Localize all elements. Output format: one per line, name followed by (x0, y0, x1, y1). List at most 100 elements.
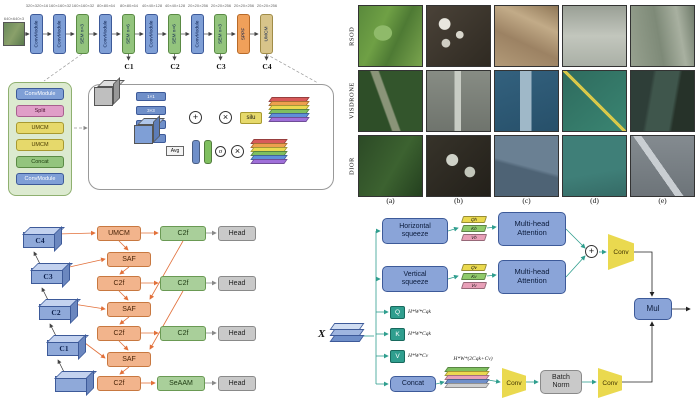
umcm-branch-conv: 3×3 (136, 106, 166, 115)
sem-detail-umcm: UMCM (16, 122, 64, 134)
dim-label: 20×20×256 (210, 3, 232, 8)
dataset-thumbnail (358, 5, 423, 67)
avg-pool-box: Avg (166, 146, 184, 156)
k-box: K (390, 328, 405, 341)
neck-input-stem (55, 376, 89, 392)
backbone-block-convmodule: ConvModule (30, 14, 43, 54)
block-label: ConvModule (149, 20, 154, 48)
detection-head: Head (218, 276, 256, 291)
neck-out-c2f: C2f (160, 276, 206, 291)
tap-label-c3: C3 (216, 62, 226, 71)
dim-label: 80×80×64 (119, 3, 139, 8)
fc-bar-icon (192, 140, 200, 164)
block-label: ConvModule (195, 20, 200, 48)
block-label: SPPF (241, 27, 246, 41)
dataset-thumbnail (630, 5, 695, 67)
dim-label: 20×20×256 (233, 3, 255, 8)
block-label: UMCM (264, 26, 269, 42)
neck-saf: SAF (107, 252, 151, 267)
feature-map-stack-icon (268, 97, 310, 122)
sem-detail-umcm: UMCM (16, 139, 64, 151)
multihead-attention-box: Multi-head Attention (498, 212, 566, 246)
q-dim-label: H*W*Cqk (408, 309, 431, 315)
q-box: Q (390, 306, 405, 319)
vh-bar: Vh (460, 234, 488, 241)
dataset-thumbnail (494, 5, 559, 67)
tap-label-c4: C4 (262, 62, 272, 71)
dataset-thumbnail (630, 70, 695, 132)
attention-input-x: X (318, 328, 326, 340)
sigmoid-icon: σ (215, 146, 226, 157)
dim-label: 80×80×64 (96, 3, 116, 8)
dataset-col-label: (b) (454, 196, 463, 205)
input-tensor-stack-icon (329, 323, 365, 342)
backbone-block-convmodule: ConvModule (191, 14, 204, 54)
conv-trapezoid: Conv (608, 234, 634, 270)
block-label: ConvModule (103, 20, 108, 48)
dataset-thumbnail (358, 70, 423, 132)
dataset-thumbnail (426, 70, 491, 132)
tap-label-c1: C1 (124, 62, 134, 71)
backbone-block-convmodule: ConvModule (99, 14, 112, 54)
detection-head: Head (218, 326, 256, 341)
neck-out-c2f: C2f (160, 326, 206, 341)
dataset-thumbnail (630, 135, 695, 197)
kv-bar: Kv (460, 273, 488, 280)
conv-trapezoid: Conv (598, 368, 622, 398)
silu-activation: silu (240, 112, 262, 124)
detection-head: Head (218, 226, 256, 241)
sem-detail-split: Split (16, 105, 64, 117)
umcm-branch-conv: 1×1 (136, 92, 166, 101)
neck-out-c2f: C2f (160, 226, 206, 241)
dataset-thumbnail (494, 135, 559, 197)
backbone-block-sem: SEM n=6 (122, 14, 135, 54)
block-label: SEM n=3 (80, 24, 85, 44)
dataset-thumbnail (562, 135, 627, 197)
v-box: V (390, 350, 405, 363)
dim-label: 20×20×256 (256, 3, 278, 8)
neck-input-c1: C1 (47, 340, 81, 356)
multiply-operator-icon: × (231, 145, 244, 158)
backbone-block-sem: SEM n=3 (214, 14, 227, 54)
dataset-col-label: (e) (658, 196, 667, 205)
block-label: SEM n=6 (126, 24, 131, 44)
dataset-thumbnail (562, 70, 627, 132)
input-image-thumbnail (3, 22, 25, 46)
block-label: ConvModule (34, 20, 39, 48)
tap-label-c2: C2 (170, 62, 180, 71)
dim-label: 320×320×16 (25, 3, 49, 8)
mul-box: Mul (634, 298, 672, 320)
multiply-operator-icon: × (219, 111, 232, 124)
dataset-thumbnail (562, 5, 627, 67)
dim-label: 160×160×32 (48, 3, 72, 8)
qv-bar: Qv (460, 264, 488, 271)
detection-head: Head (218, 376, 256, 391)
dataset-row-label-rsod: RSOD (348, 26, 356, 46)
neck-umcm: UMCM (97, 226, 141, 241)
backbone-block-convmodule: ConvModule (145, 14, 158, 54)
k-dim-label: H*W*Cqk (408, 331, 431, 337)
backbone-block-sem: SEM n=6 (168, 14, 181, 54)
qh-bar: Qh (460, 216, 488, 223)
fc-bar-icon (204, 140, 212, 164)
dim-label: 40×40×128 (164, 3, 186, 8)
dataset-thumbnail (426, 5, 491, 67)
vv-bar: Vv (460, 282, 488, 289)
neck-seaam: SeAAM (157, 376, 205, 391)
dim-label: 160×160×32 (71, 3, 95, 8)
block-label: SEM n=6 (172, 24, 177, 44)
neck-input-c3: C3 (31, 268, 65, 284)
dataset-col-label: (a) (386, 196, 395, 205)
add-operator-icon: + (585, 245, 598, 258)
dataset-thumbnail (494, 70, 559, 132)
sem-detail-concat: Concat (16, 156, 64, 168)
kh-bar: Kh (460, 225, 488, 232)
neck-c2f: C2f (97, 376, 141, 391)
backbone-block-umcm: UMCM (260, 14, 273, 54)
neck-saf: SAF (107, 302, 151, 317)
dataset-thumbnail (426, 135, 491, 197)
dim-label: 40×40×128 (141, 3, 163, 8)
concat-box: Concat (390, 376, 436, 392)
block-label: ConvModule (57, 20, 62, 48)
add-operator-icon: + (189, 111, 202, 124)
